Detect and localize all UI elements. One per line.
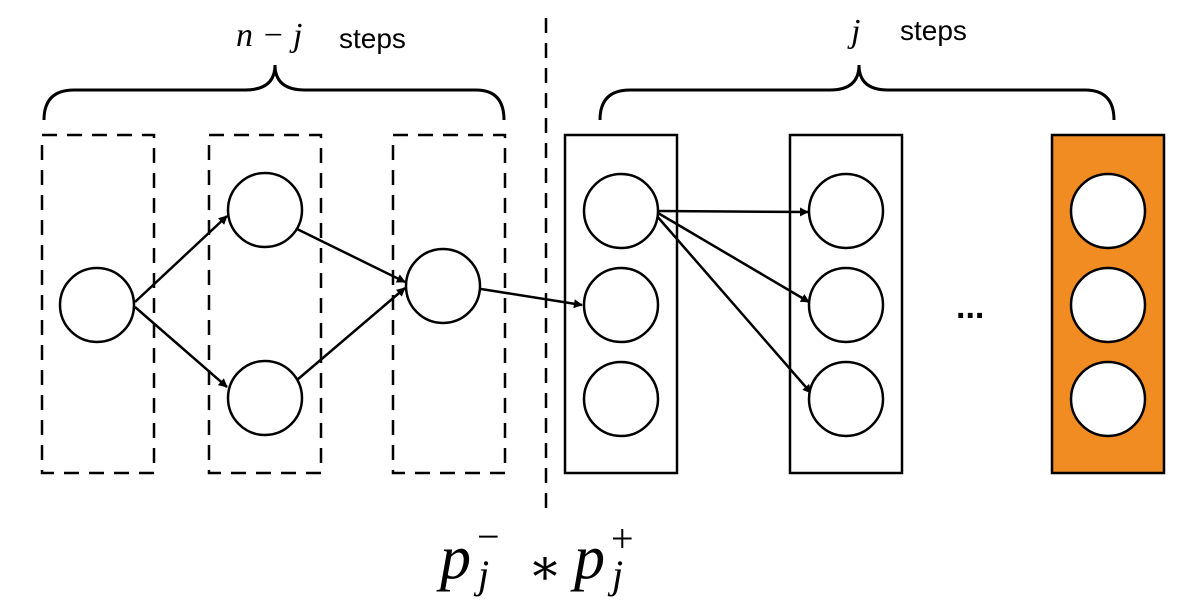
node xyxy=(226,359,304,437)
left-brace xyxy=(42,64,506,121)
node xyxy=(582,266,660,344)
arrow-edge xyxy=(134,306,228,388)
node xyxy=(226,171,304,249)
right-brace-math: j xyxy=(847,13,860,50)
solid-step-box xyxy=(788,133,904,475)
arrow-edge xyxy=(480,287,583,309)
dashed-step-box xyxy=(40,133,156,475)
ellipsis-text: ... xyxy=(956,288,984,326)
left-brace-word: steps xyxy=(339,23,406,54)
node xyxy=(1069,360,1147,438)
arrow-edge xyxy=(296,227,406,284)
node xyxy=(807,172,885,250)
arrow-edge xyxy=(296,287,406,381)
node xyxy=(1069,266,1147,344)
right-brace xyxy=(598,64,1116,121)
solid-step-box xyxy=(563,133,679,475)
formula-left-base: p xyxy=(436,524,471,592)
node xyxy=(582,172,660,250)
arrow-edge xyxy=(657,211,810,304)
dashed-step-box xyxy=(207,133,323,475)
node xyxy=(58,266,136,344)
formula-left-sup: − xyxy=(477,514,500,559)
formula-left-sub: j xyxy=(473,552,489,597)
node xyxy=(1069,172,1147,250)
node xyxy=(807,266,885,344)
arrow-edge xyxy=(134,215,228,303)
left-brace-math: n − j xyxy=(236,17,302,54)
right-brace-word: steps xyxy=(900,15,967,46)
formula-operator: ∗ xyxy=(528,539,562,595)
arrow-edge xyxy=(657,207,809,217)
node xyxy=(582,360,660,438)
dashed-step-box xyxy=(391,133,507,475)
formula-right-sub: j xyxy=(607,552,623,597)
formula-right-sup: + xyxy=(611,516,634,561)
arrow-edge xyxy=(655,214,812,394)
node xyxy=(404,247,482,325)
node xyxy=(807,360,885,438)
formula-right-base: p xyxy=(570,524,605,592)
